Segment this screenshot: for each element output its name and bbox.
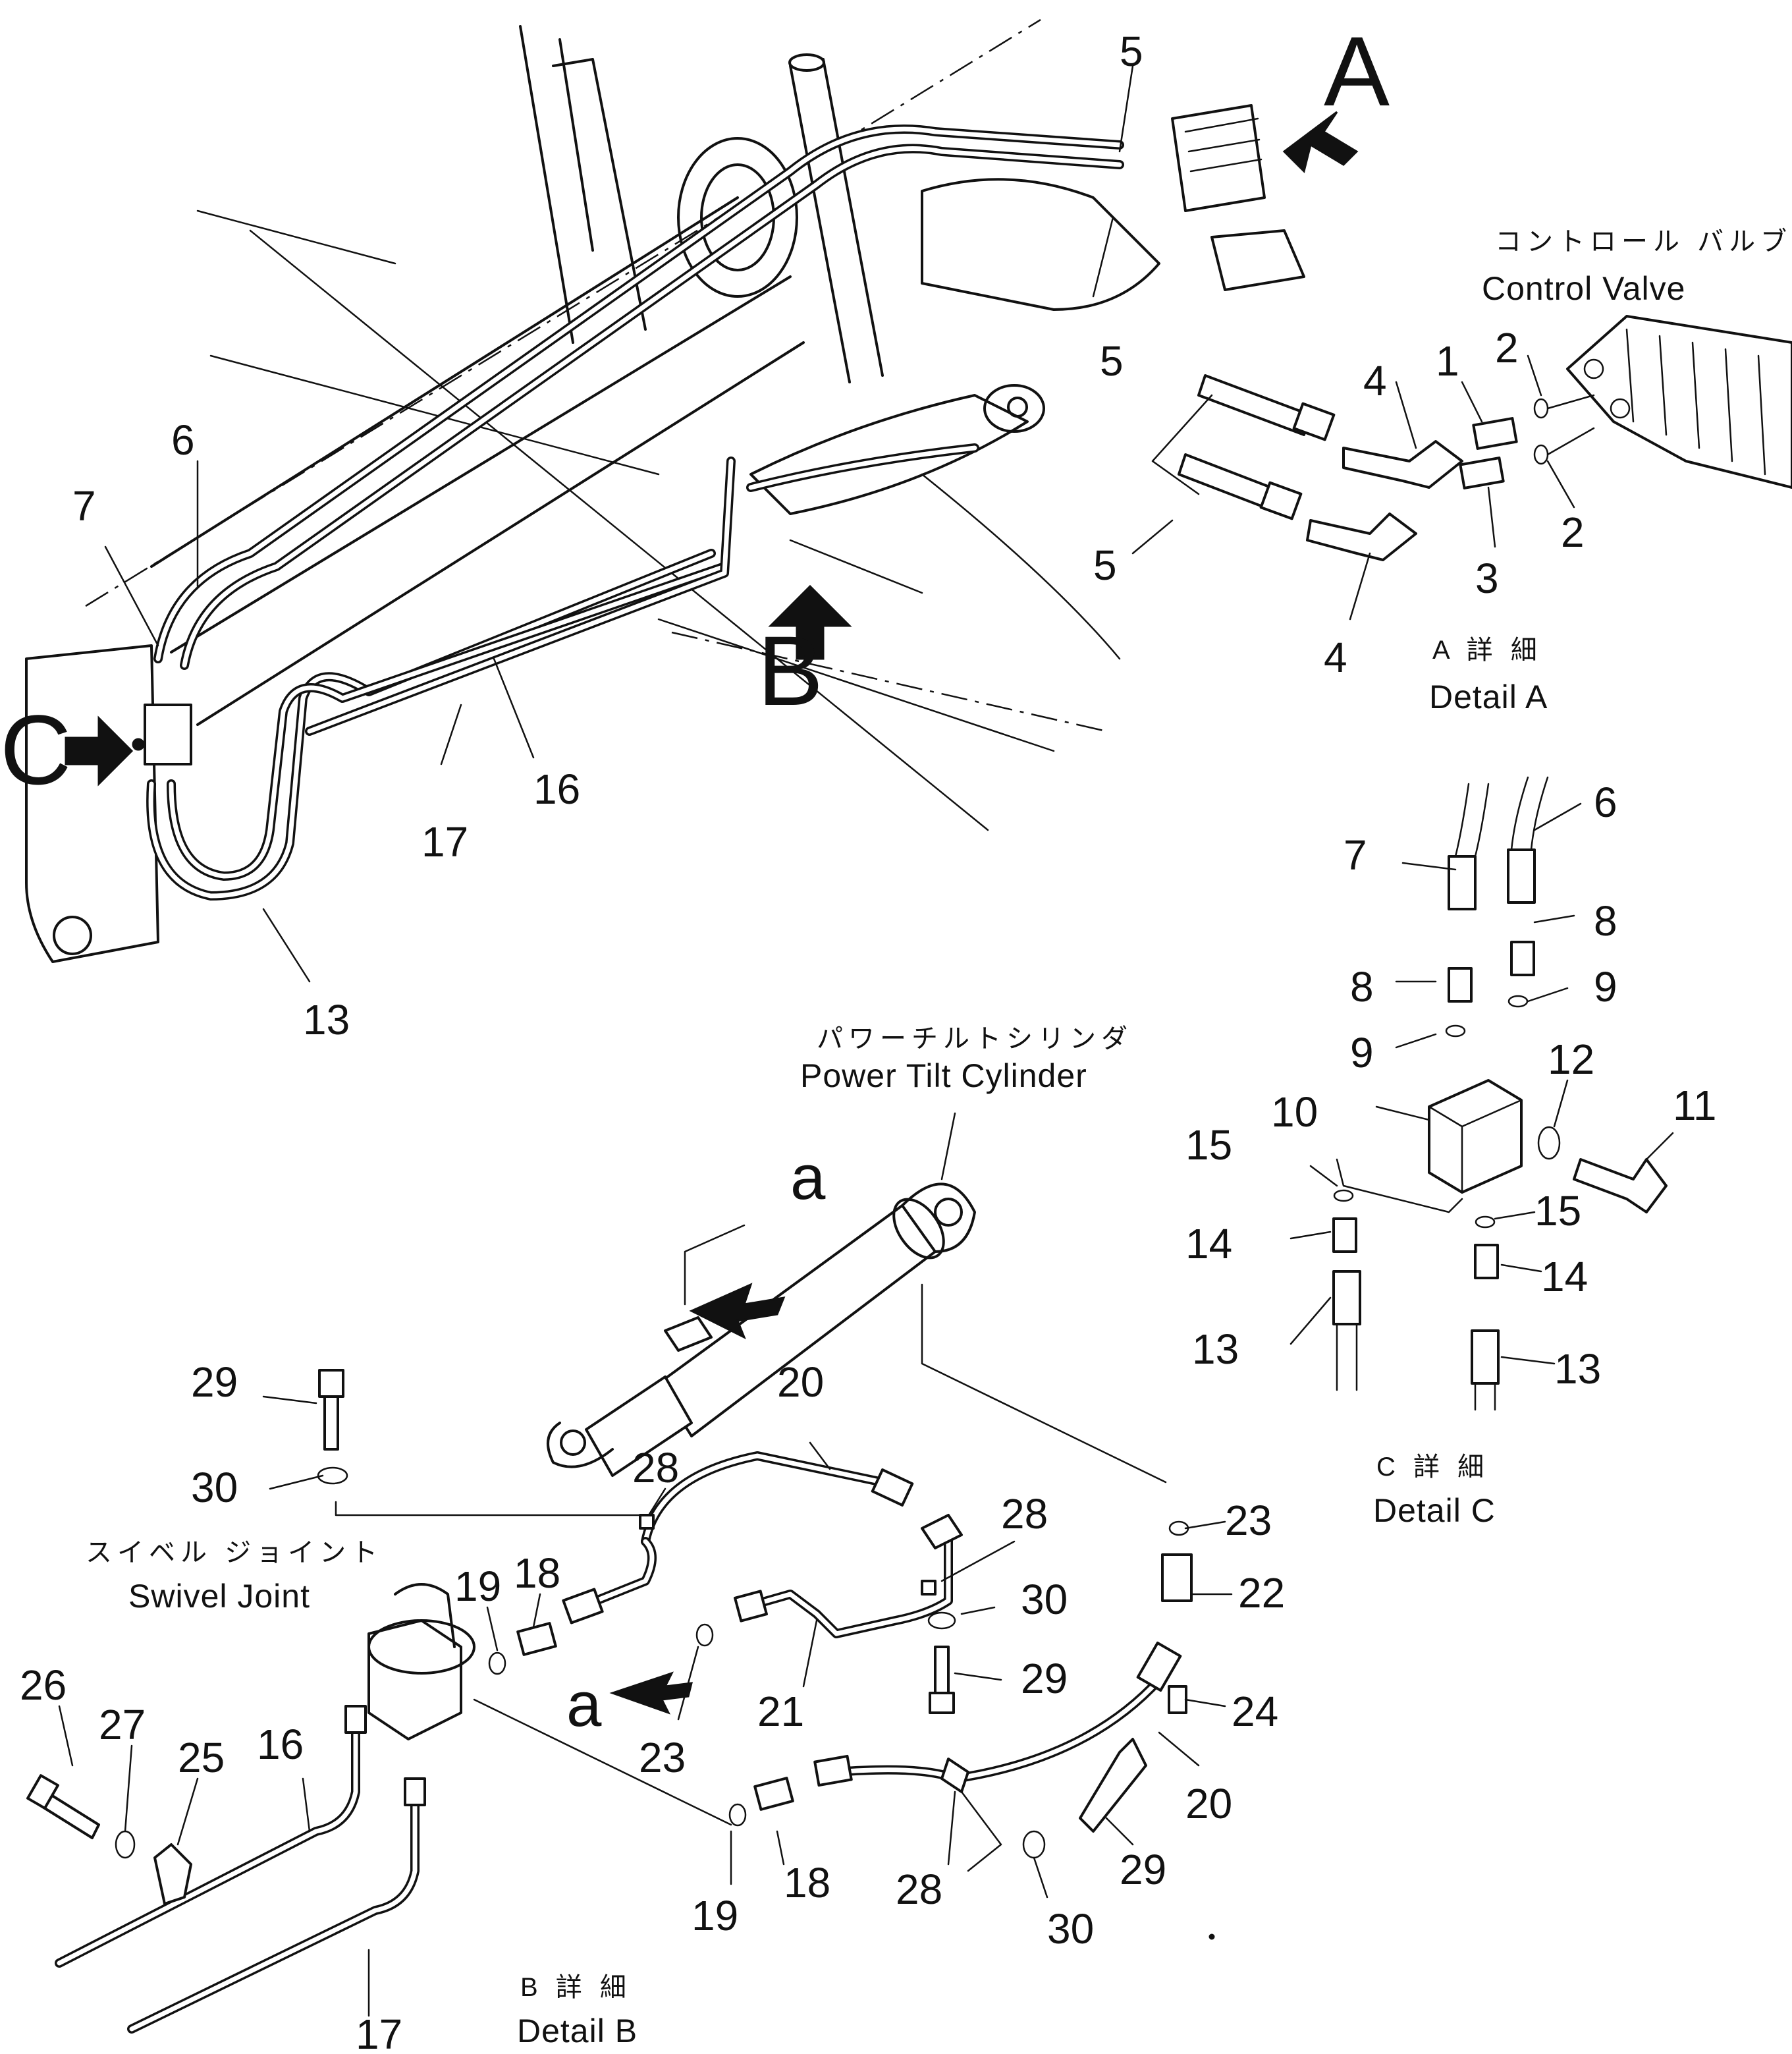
detail-a-en: Detail A: [1429, 679, 1548, 715]
callout-b-29-top: 29: [191, 1358, 238, 1406]
callout-a-2-top: 2: [1495, 324, 1519, 372]
callout-b-29-bot: 29: [1120, 1846, 1166, 1893]
callout-b-23-l: 23: [639, 1734, 686, 1781]
callout-b-30-top: 30: [191, 1464, 238, 1511]
callout-c-14-r: 14: [1541, 1253, 1588, 1300]
callout-c-15-r: 15: [1534, 1187, 1581, 1235]
power-tilt-en: Power Tilt Cylinder: [800, 1057, 1087, 1094]
callout-c-9-l: 9: [1350, 1029, 1374, 1076]
callout-c-14-l: 14: [1185, 1220, 1232, 1267]
detail-b-en: Detail B: [517, 2012, 638, 2049]
detail-c-drawing: [1332, 776, 1668, 1411]
callout-b-18-bot: 18: [784, 1859, 830, 1906]
callout-main-7: 7: [72, 482, 96, 530]
callout-main-5-top: 5: [1120, 28, 1143, 75]
callout-b-18-top: 18: [514, 1549, 560, 1597]
arrow-c-icon: [65, 715, 134, 787]
callout-a-4-top: 4: [1363, 357, 1387, 404]
callout-b-30-mid: 30: [1021, 1576, 1068, 1623]
detail-c-jp: C 詳 細: [1376, 1453, 1489, 1482]
callout-main-5-mid: 5: [1100, 337, 1124, 385]
callout-b-27: 27: [99, 1701, 146, 1748]
view-letter-a-lower-1: a: [790, 1142, 826, 1213]
callout-b-19-bot: 19: [692, 1892, 738, 1939]
callout-b-28-r: 28: [1001, 1490, 1048, 1538]
callout-c-12: 12: [1548, 1036, 1594, 1083]
callout-b-20-top: 20: [777, 1358, 824, 1406]
callout-c-13-r: 13: [1554, 1345, 1601, 1393]
callout-a-5: 5: [1093, 541, 1117, 589]
view-letter-c: C: [0, 694, 71, 805]
control-valve-jp: コントロール バルブ: [1495, 227, 1792, 256]
detail-b-drawing: [26, 1182, 1193, 2034]
callout-c-13-l: 13: [1192, 1325, 1239, 1373]
control-valve-en: Control Valve: [1482, 270, 1685, 307]
callout-main-17: 17: [421, 818, 468, 866]
callout-main-6: 6: [171, 416, 195, 464]
callout-b-22: 22: [1238, 1569, 1285, 1617]
callout-c-7: 7: [1344, 831, 1367, 879]
callout-b-23-r: 23: [1225, 1497, 1272, 1544]
callout-a-4-bot: 4: [1324, 634, 1347, 681]
callout-a-2-bot: 2: [1561, 509, 1585, 556]
callout-b-25: 25: [178, 1734, 225, 1781]
detail-a-jp: A 詳 細: [1432, 636, 1542, 665]
arrow-a-icon: [1282, 111, 1359, 173]
callout-c-6: 6: [1594, 779, 1617, 826]
callout-c-8-r: 8: [1594, 897, 1617, 945]
swivel-joint-jp: スイベル ジョイント: [86, 1538, 383, 1567]
callout-b-19-top: 19: [454, 1563, 501, 1610]
view-letter-a: A: [1324, 16, 1390, 126]
callout-b-24: 24: [1232, 1688, 1278, 1735]
callout-b-30-bot: 30: [1047, 1905, 1094, 1953]
callout-a-1: 1: [1436, 337, 1459, 385]
callout-c-10: 10: [1271, 1088, 1318, 1136]
detail-b-jp: B 詳 細: [520, 1973, 632, 2002]
view-letter-a-lower-2: a: [566, 1669, 602, 1740]
callout-b-17: 17: [356, 2011, 402, 2051]
detail-a-drawing: [1178, 315, 1792, 561]
power-tilt-jp: パワーチルトシリンダ: [817, 1024, 1133, 1053]
arrow-b-icon: [768, 584, 852, 660]
speck-dot: [1208, 1933, 1215, 1940]
callout-c-9-r: 9: [1594, 963, 1617, 1011]
swivel-joint-en: Swivel Joint: [128, 1578, 310, 1615]
callout-b-21: 21: [757, 1688, 804, 1735]
callout-c-15-l: 15: [1185, 1121, 1232, 1169]
view-letter-b: B: [757, 615, 823, 726]
callout-b-16: 16: [257, 1721, 304, 1768]
callout-b-28-bot: 28: [896, 1866, 942, 1913]
detail-c-en: Detail C: [1373, 1492, 1496, 1529]
arrow-view-a-lower-icon: [609, 1671, 693, 1715]
callout-main-13: 13: [303, 996, 350, 1043]
main-view-drawing: [25, 18, 1305, 963]
callout-main-16: 16: [533, 765, 580, 813]
callout-c-11: 11: [1673, 1082, 1716, 1129]
arrow-view-a-icon: [689, 1283, 786, 1340]
callout-b-26: 26: [20, 1661, 67, 1709]
callout-b-20-bot: 20: [1185, 1780, 1232, 1827]
callout-a-3: 3: [1475, 555, 1499, 602]
callout-c-8-l: 8: [1350, 963, 1374, 1011]
callout-b-28-l: 28: [632, 1444, 679, 1491]
callout-b-29-mid: 29: [1021, 1655, 1068, 1702]
